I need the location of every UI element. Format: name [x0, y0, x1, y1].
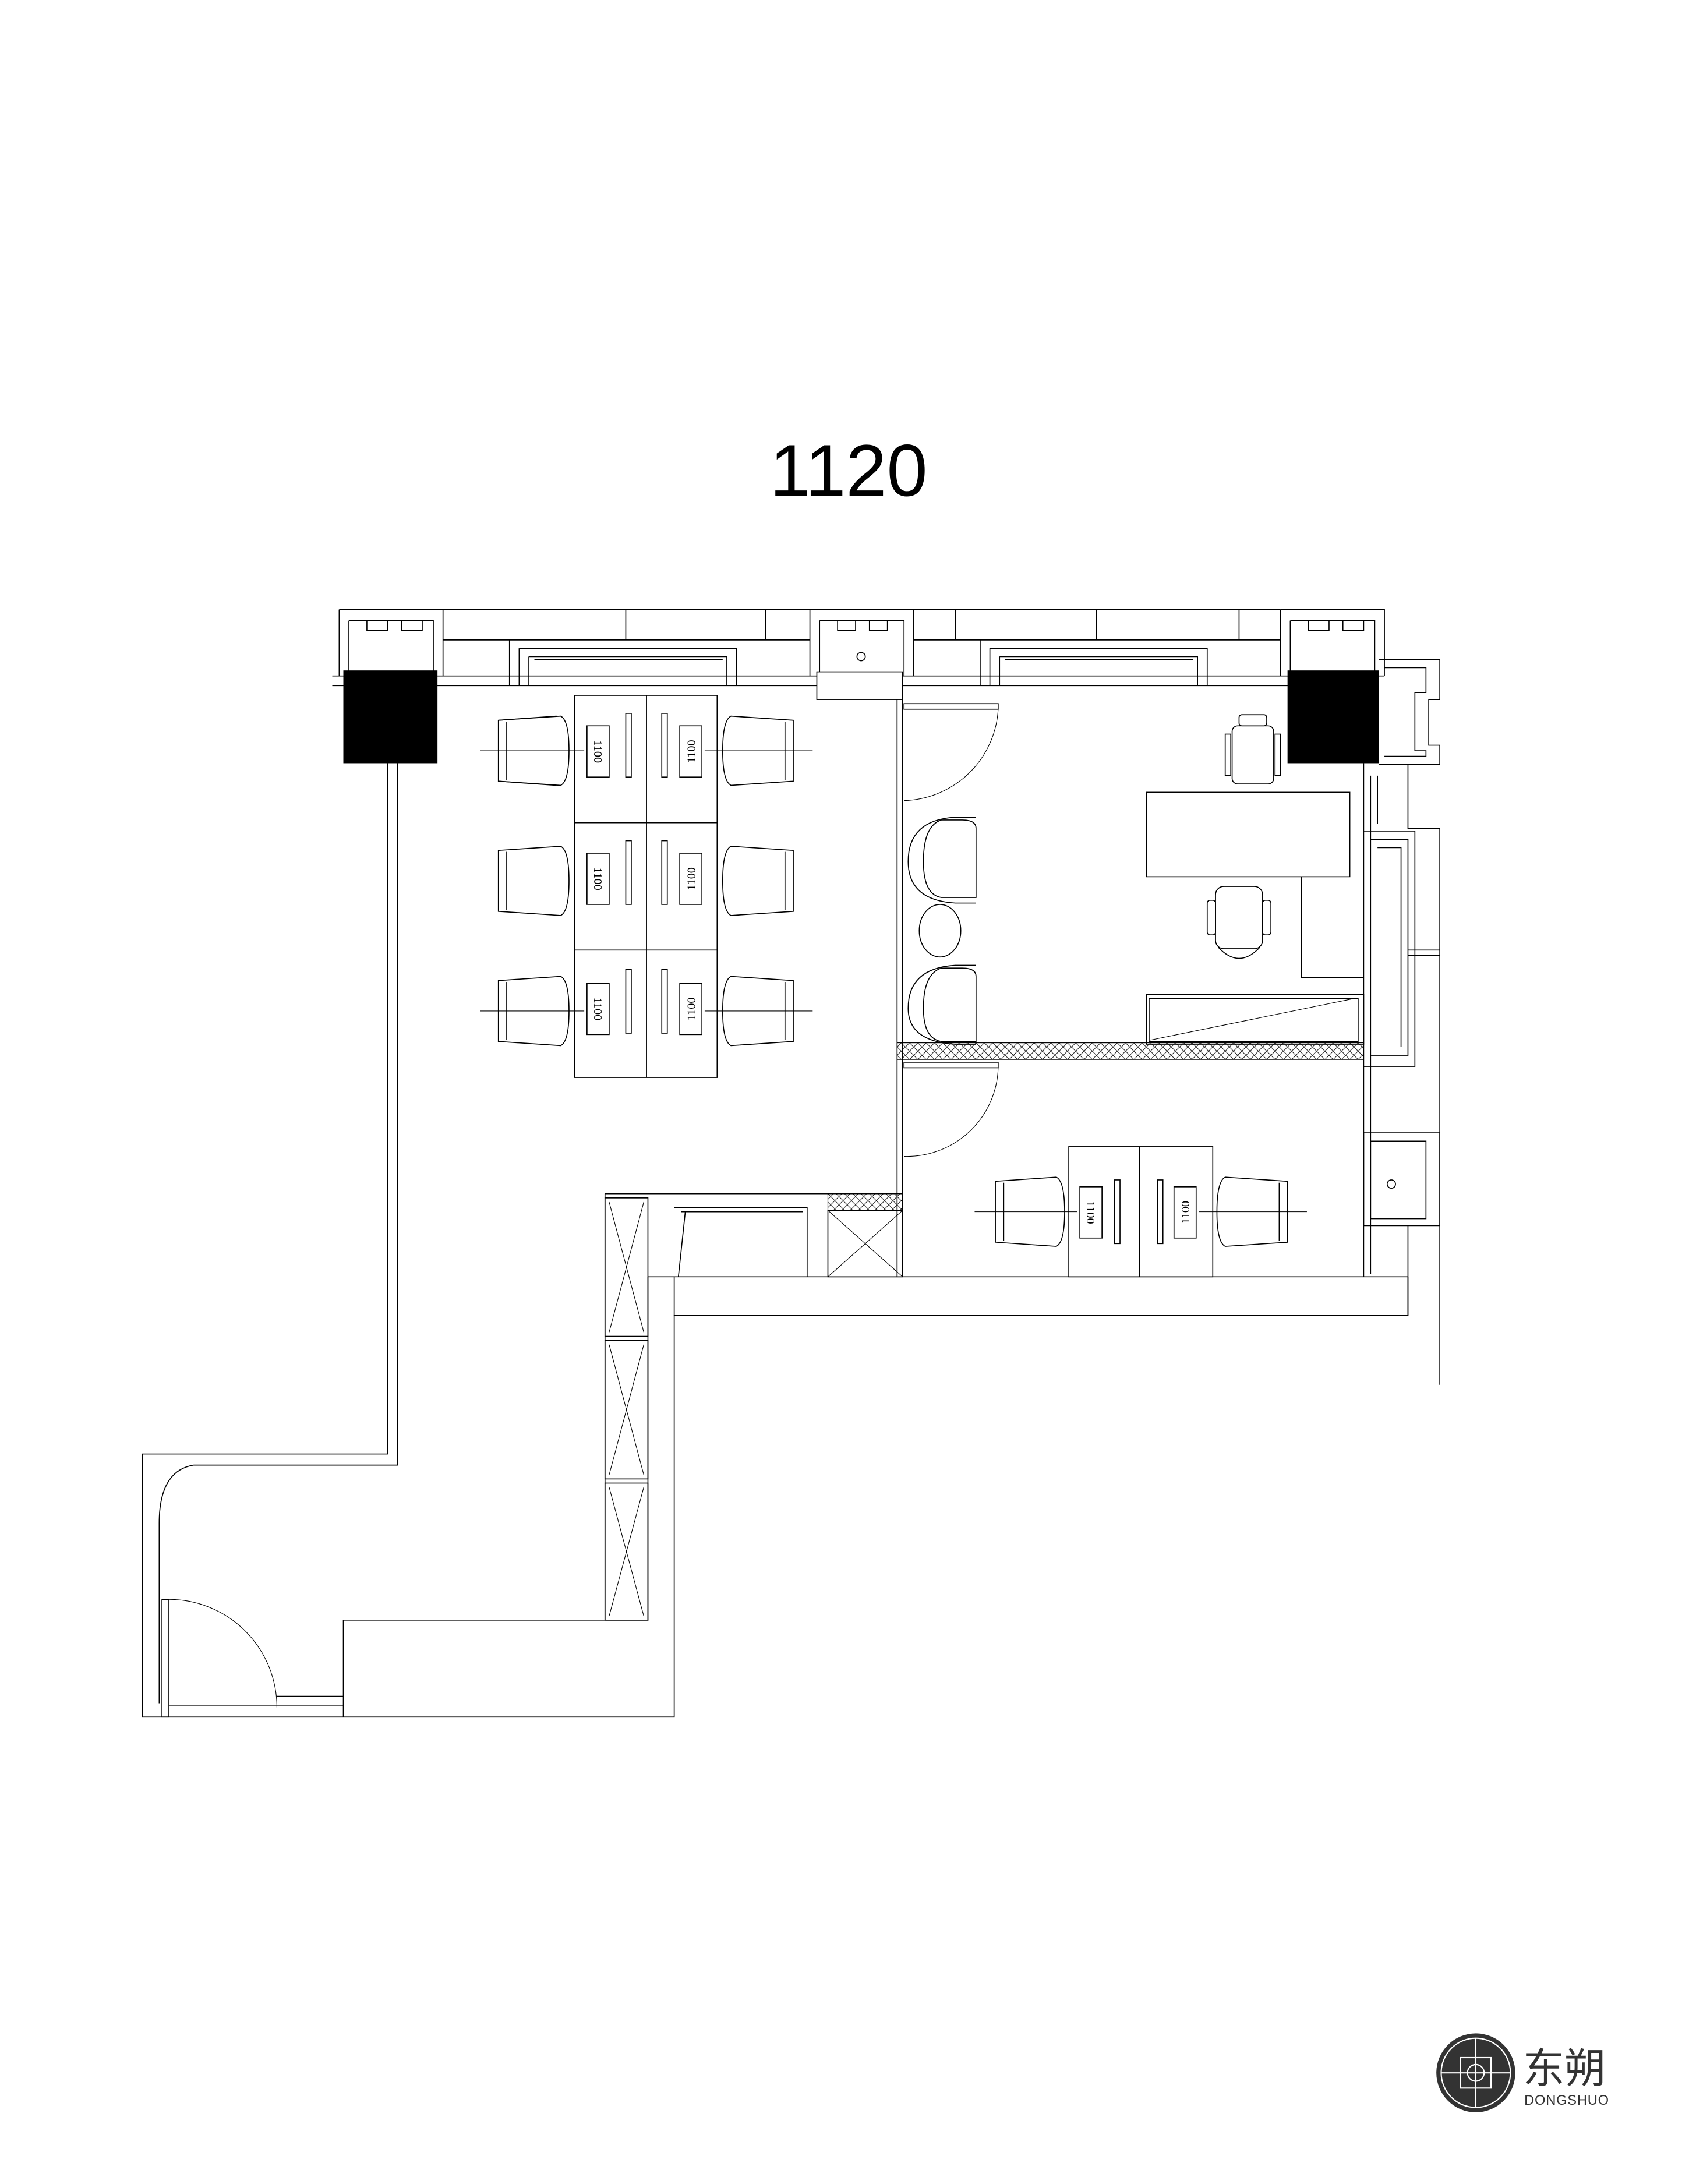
- office-cabinet: [1146, 994, 1365, 1045]
- storage-cabinets: [604, 1197, 649, 1621]
- workstation-1: 1100: [480, 713, 632, 786]
- workstation-cluster: 1100 1100 1100: [480, 695, 813, 1078]
- office-back-chair: [1224, 714, 1281, 784]
- workstation-chair: [722, 846, 794, 916]
- pantry-counter: [674, 1207, 808, 1277]
- desk-size-label: 1100: [591, 740, 604, 763]
- workstation-5: 1100: [661, 840, 813, 916]
- right-facade: [1363, 659, 1440, 1385]
- logo-name-cn: 东朔: [1523, 2044, 1606, 2093]
- desk-size-label: 1100: [591, 998, 604, 1021]
- meeting-desk-cluster: 1100 1100: [974, 1146, 1307, 1278]
- office-desk-return: [1301, 877, 1364, 978]
- desk-size-label: 1100: [591, 867, 604, 890]
- desk-size-label: 1100: [685, 867, 698, 890]
- meeting-desk-2: 1100: [1157, 1176, 1307, 1247]
- partition-walls: [896, 699, 1364, 1277]
- office-door: [903, 703, 999, 801]
- workstation-chair: [497, 846, 570, 916]
- round-side-table: [918, 904, 962, 958]
- unit-number-title: 1120: [770, 430, 928, 512]
- workstation-2: 1100: [480, 840, 632, 916]
- meeting-desk-1: 1100: [974, 1176, 1121, 1247]
- logo-name-en: DONGSHUO: [1524, 2093, 1609, 2108]
- desk-size-label: 1100: [685, 998, 698, 1021]
- workstation-chair: [497, 715, 570, 786]
- office-lounge-chair-1: [907, 817, 977, 904]
- desk-size-label: 1100: [1084, 1201, 1097, 1224]
- top-facade: [332, 609, 1385, 700]
- workstation-chair: [722, 976, 794, 1047]
- structural-column-right: [1287, 670, 1379, 764]
- meeting-chair: [995, 1176, 1065, 1247]
- dongshuo-logo: 东朔 DONGSHUO: [1436, 2033, 1609, 2112]
- desk-size-label: 1100: [1179, 1201, 1192, 1224]
- workstation-4: 1100: [661, 713, 813, 786]
- logo-emblem-icon: [1436, 2033, 1515, 2112]
- workstation-chair: [722, 715, 794, 786]
- office-lounge-chair-2: [907, 964, 977, 1045]
- office-chair: [1206, 886, 1271, 959]
- shaft-box: [827, 1193, 903, 1278]
- outer-walls: [142, 763, 1409, 1718]
- office-desk: [1146, 791, 1351, 878]
- workstation-3: 1100: [480, 969, 632, 1047]
- structural-column-left: [343, 670, 438, 764]
- entrance-door: [161, 1599, 344, 1718]
- workstation-chair: [497, 976, 570, 1047]
- workstation-6: 1100: [661, 969, 813, 1047]
- meeting-room-door: [903, 1062, 999, 1157]
- desk-size-label: 1100: [685, 740, 698, 763]
- meeting-chair: [1216, 1176, 1288, 1247]
